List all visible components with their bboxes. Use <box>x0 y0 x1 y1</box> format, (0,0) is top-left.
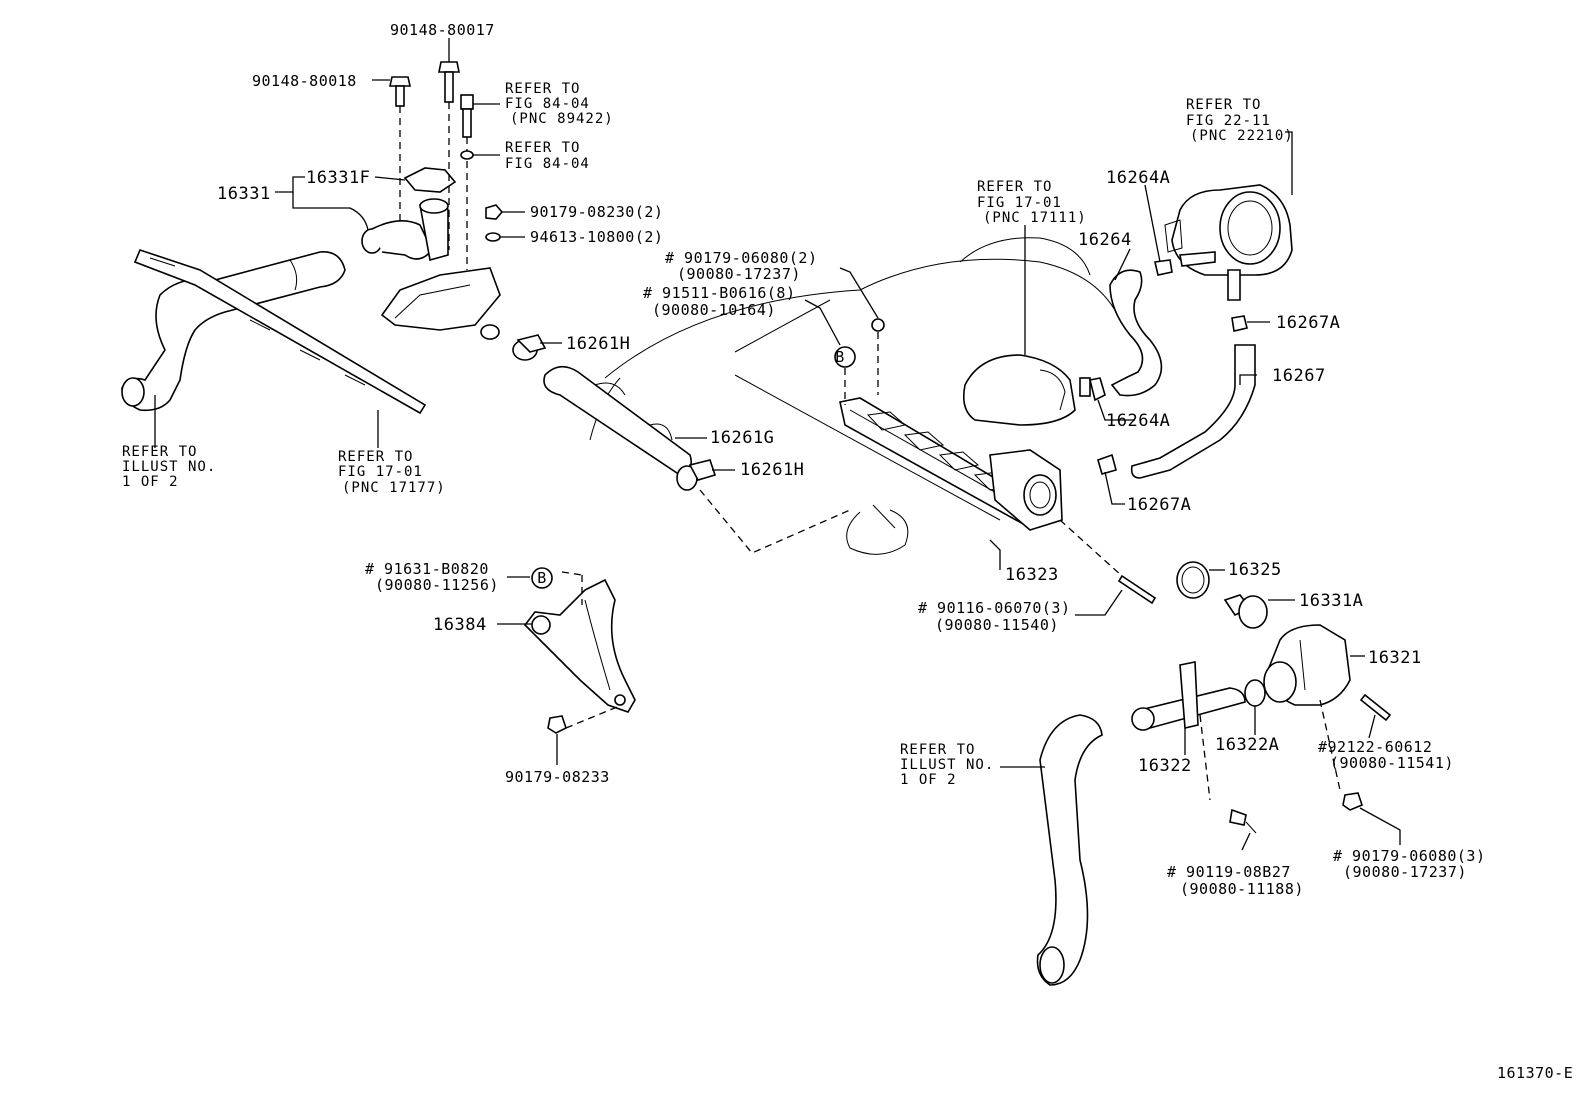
label-90116-06070: # 90116-06070(3) <box>918 599 1071 617</box>
label-16322A: 16322A <box>1215 735 1279 755</box>
ref-illust-left-l2: ILLUST NO. <box>122 459 216 475</box>
label-16321: 16321 <box>1368 648 1422 668</box>
label-16384: 16384 <box>433 615 487 635</box>
ref-illust-bottom-l1: REFER TO <box>900 742 975 758</box>
stud-90116-06070 <box>1059 519 1157 605</box>
washer-fig84-04 <box>460 150 474 160</box>
label-90179-06080-2: # 90179-06080(2) <box>665 249 818 267</box>
label-16264A-top: 16264A <box>1106 168 1170 188</box>
clamp-16264A-mid <box>1089 377 1106 402</box>
bracket-16384 <box>523 571 636 713</box>
ref-illust-bottom-l3: 1 OF 2 <box>900 772 957 788</box>
water-outlet-16331 <box>361 198 501 340</box>
throttle-body-center <box>962 354 1091 426</box>
label-16325: 16325 <box>1228 560 1282 580</box>
ref-fig17-01-b-l1: REFER TO <box>338 449 413 465</box>
bolt-90148-80017 <box>438 61 460 250</box>
label-90080-11188: (90080-11188) <box>1180 880 1304 898</box>
throttle-body-22210 <box>1164 184 1293 301</box>
clamp-16267A-bottom <box>1097 453 1117 475</box>
ref-fig17-01-b-l3: (PNC 17177) <box>342 480 446 496</box>
label-16267A-top: 16267A <box>1276 313 1340 333</box>
hose-16267 <box>1130 344 1256 479</box>
label-16331: 16331 <box>217 184 271 204</box>
label-90179-08230: 90179-08230(2) <box>530 203 663 221</box>
ref-fig84-04-b-l1: REFER TO <box>505 140 580 156</box>
ref-fig84-04-a-l1: REFER TO <box>505 81 580 97</box>
label-94613-10800: 94613-10800(2) <box>530 228 663 246</box>
oring-16322A <box>1244 679 1266 707</box>
label-16267A-bottom: 16267A <box>1127 495 1191 515</box>
label-16261H-top: 16261H <box>566 334 630 354</box>
label-90080-17237-a: (90080-17237) <box>677 265 801 283</box>
ref-illust-bottom-l2: ILLUST NO. <box>900 757 994 773</box>
label-16322: 16322 <box>1138 756 1192 776</box>
label-90179-08233: 90179-08233 <box>505 768 610 786</box>
gasket-17177 <box>133 249 427 415</box>
clamp-16267A-top <box>1231 315 1248 332</box>
ref-fig84-04-a-l2: FIG 84-04 <box>505 96 590 112</box>
label-90080-17237-b: (90080-17237) <box>1343 863 1467 881</box>
cap-16331F <box>403 167 457 193</box>
nut-90179-08230 <box>485 204 504 220</box>
ref-fig84-04-a-l3: (PNC 89422) <box>510 111 614 127</box>
hose-bottom <box>1036 714 1103 986</box>
labels: 90148-80017 90148-80018 REFER TO FIG 84-… <box>122 21 1573 1082</box>
label-90119-08B27: # 90119-08B27 <box>1167 863 1291 881</box>
label-16264A-mid: 16264A <box>1106 411 1170 431</box>
hose-left-refer <box>121 251 346 412</box>
label-90080-11541: (90080-11541) <box>1330 754 1454 772</box>
clamp-16264A-top <box>1154 259 1173 276</box>
clamp-16261H-bottom <box>676 459 717 491</box>
bolt-90119-08B27 <box>1199 714 1257 834</box>
nut-90179-08233 <box>547 704 623 734</box>
label-16267: 16267 <box>1272 366 1326 386</box>
thermostat-16331A <box>1223 594 1268 629</box>
label-90179-06080-3: # 90179-06080(3) <box>1333 847 1486 865</box>
label-91511-B0616: # 91511-B0616(8) <box>643 284 796 302</box>
washer-94613-10800 <box>485 232 501 242</box>
ref-illust-left-l1: REFER TO <box>122 444 197 460</box>
label-16323: 16323 <box>1005 565 1059 585</box>
ref-fig17-01-a-l3: (PNC 17111) <box>983 210 1087 226</box>
ref-fig22-11-l3: (PNC 22210) <box>1190 128 1294 144</box>
label-90080-11540: (90080-11540) <box>935 616 1059 634</box>
figure-id: 161370-E <box>1497 1064 1573 1082</box>
label-16261H-bottom: 16261H <box>740 460 804 480</box>
ref-fig22-11-l1: REFER TO <box>1186 97 1261 113</box>
housing-16321 <box>1263 624 1351 706</box>
hose-16264 <box>1109 269 1163 397</box>
label-92122-60612: #92122-60612 <box>1318 738 1432 756</box>
manifold-gasket-16323 <box>839 397 1063 531</box>
sensor-89422 <box>460 94 474 270</box>
label-91631-B0820: # 91631-B0820 <box>365 560 489 578</box>
label-16264: 16264 <box>1078 230 1132 250</box>
label-16331A: 16331A <box>1299 591 1363 611</box>
leader-lines <box>154 38 1401 851</box>
label-16331F: 16331F <box>306 168 370 188</box>
pipe-16322 <box>1131 661 1246 731</box>
hose-16261G <box>543 365 693 476</box>
ref-fig22-11-l2: FIG 22-11 <box>1186 113 1271 129</box>
label-16261G: 16261G <box>710 428 774 448</box>
label-90148-80018: 90148-80018 <box>252 72 357 90</box>
ref-fig84-04-b-l2: FIG 84-04 <box>505 156 590 172</box>
ref-illust-left-l3: 1 OF 2 <box>122 474 179 490</box>
stud-92122-60612 <box>1359 693 1392 722</box>
bolt-90148-80018 <box>389 76 411 225</box>
label-90080-11256: (90080-11256) <box>375 576 499 594</box>
gasket-16325 <box>1176 561 1210 599</box>
clamp-16261H-top <box>512 334 547 361</box>
marker-b-upper: B <box>835 348 845 366</box>
ref-fig17-01-b-l2: FIG 17-01 <box>338 464 423 480</box>
label-90080-10164: (90080-10164) <box>652 301 776 319</box>
nut-90179-06080-3 <box>1319 699 1363 811</box>
ref-fig17-01-a-l1: REFER TO <box>977 179 1052 195</box>
ref-fig17-01-a-l2: FIG 17-01 <box>977 195 1062 211</box>
marker-b-lower: B <box>537 569 547 587</box>
label-90148-80017: 90148-80017 <box>390 21 495 39</box>
